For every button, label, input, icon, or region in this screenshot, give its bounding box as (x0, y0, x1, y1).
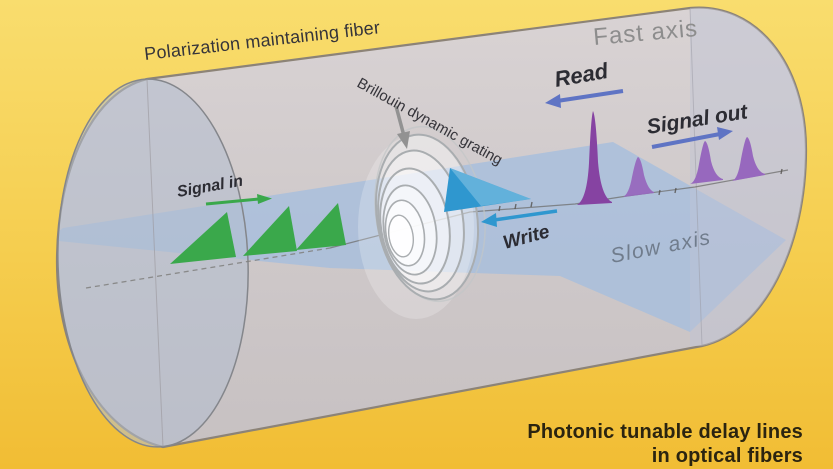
read-arrow (545, 89, 624, 108)
left-cap-edge-line (146, 78, 164, 448)
signal-out-arrow (651, 127, 733, 149)
write-arrow (481, 209, 558, 227)
signal-out-pulses (690, 137, 765, 184)
signal-in-arrow (205, 194, 272, 206)
fiber-axis-dashed-line (85, 247, 331, 289)
figure-caption: Photonic tunable delay lines in optical … (527, 421, 803, 467)
baseline-tick-marks (498, 168, 783, 212)
read-pulse (577, 111, 612, 205)
caption-line-2: in optical fibers (652, 445, 803, 467)
write-pulse (444, 168, 531, 212)
signal-out-pulse-small (623, 157, 654, 197)
caption-line-1: Photonic tunable delay lines (527, 421, 803, 443)
signal-in-pulses (170, 203, 346, 264)
grating-pointer-arrow (394, 105, 410, 149)
